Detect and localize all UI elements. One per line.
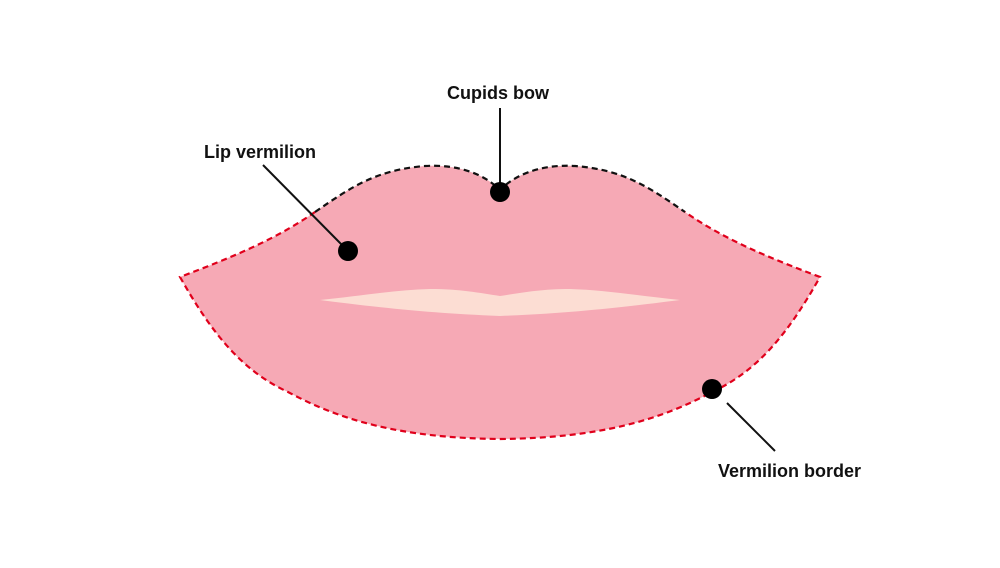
cupids-bow-marker bbox=[490, 182, 510, 202]
lip-vermilion-marker bbox=[338, 241, 358, 261]
mouth-line bbox=[320, 289, 680, 316]
lip-vermilion-leader bbox=[262, 164, 345, 248]
lip-vermilion-label: Lip vermilion bbox=[204, 142, 317, 162]
vermilion-border-outline bbox=[178, 211, 822, 441]
vermilion-border-label: Vermilion border bbox=[718, 461, 862, 481]
cupids-bow-label: Cupids bow bbox=[447, 83, 549, 103]
vermilion-border-leader bbox=[726, 402, 776, 452]
vermilion-border-marker bbox=[702, 379, 722, 399]
